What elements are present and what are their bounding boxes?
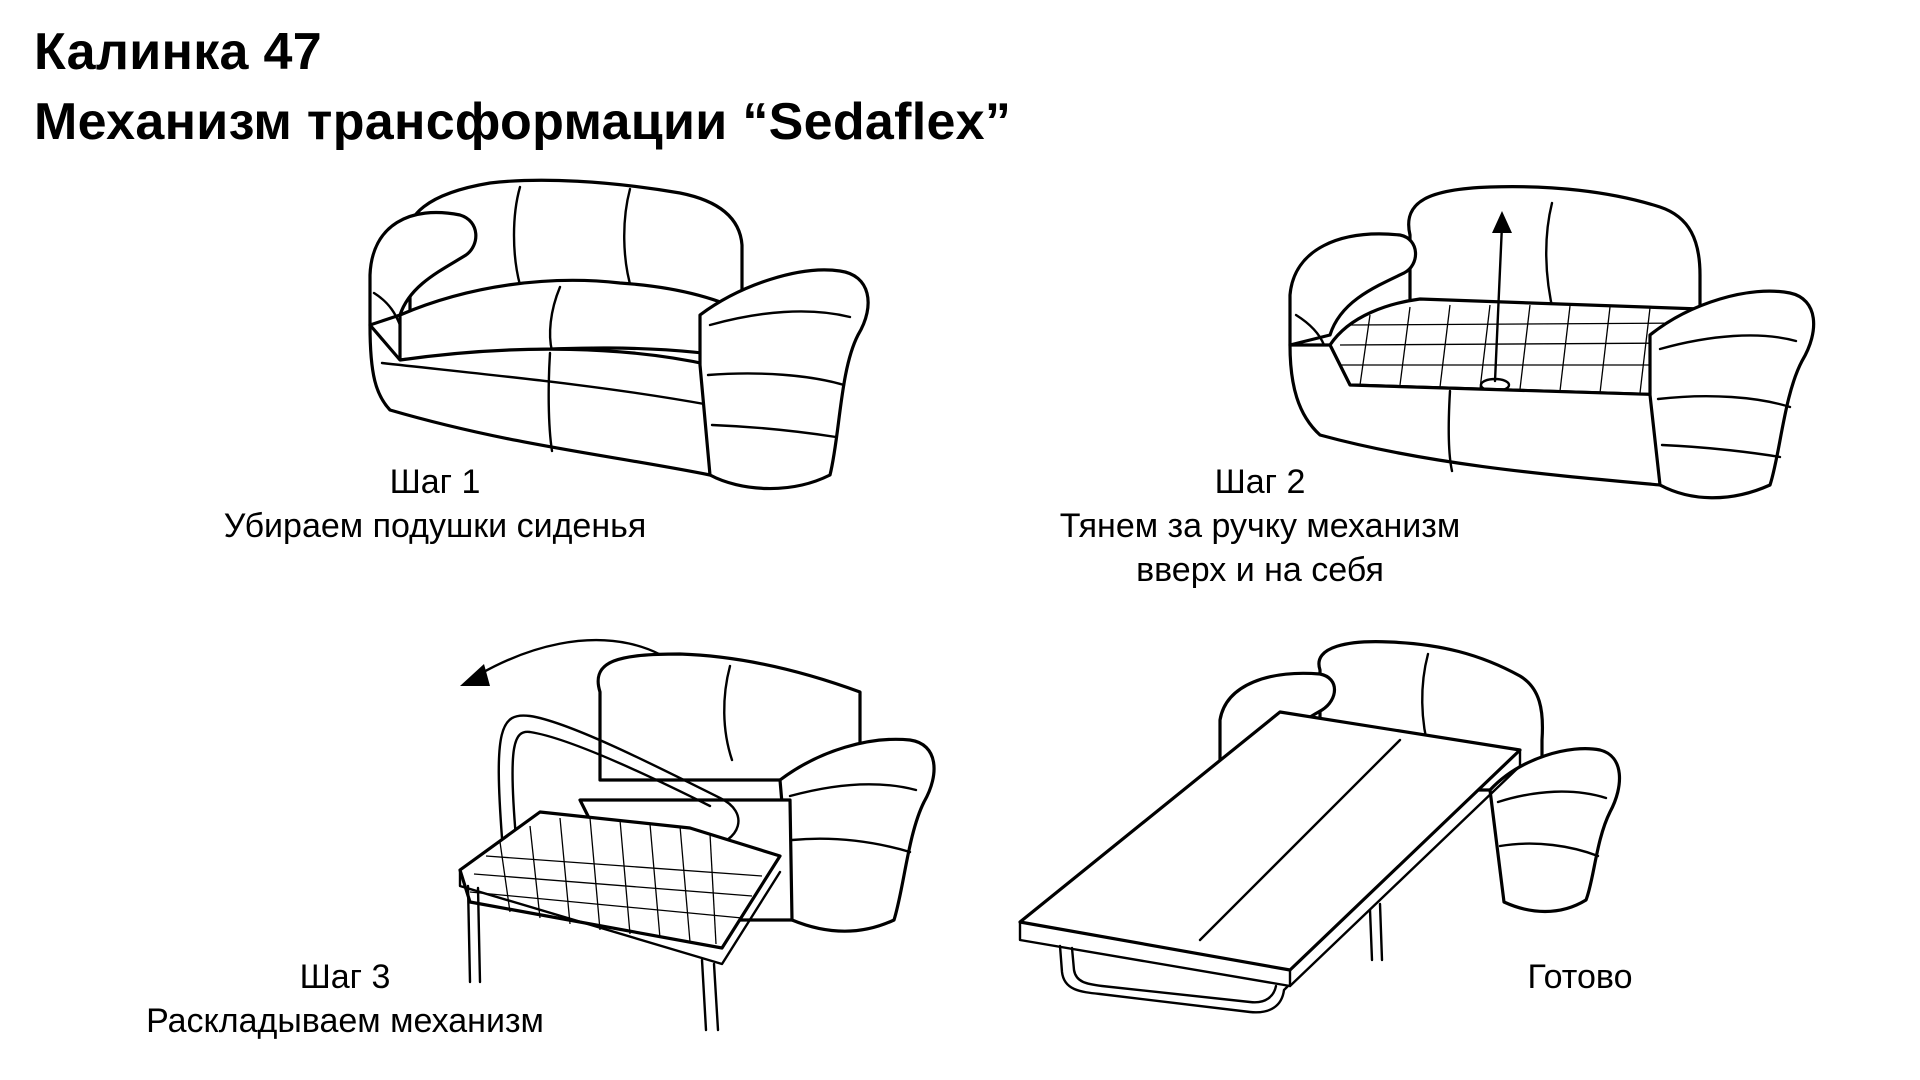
- step2-description-line2: вверх и на себя: [1136, 551, 1384, 589]
- step1-description: Убираем подушки сиденья: [223, 507, 647, 545]
- diagram-subtitle: Механизм трансформации “Sedaflex”: [34, 93, 1012, 151]
- done-caption: Готово: [1480, 955, 1680, 999]
- step2-description-line1: Тянем за ручку механизм: [1059, 507, 1461, 545]
- step1-label: Шаг 1: [389, 463, 481, 501]
- step2-sofa-illustration: [1290, 185, 1810, 515]
- done-label: Готово: [1527, 958, 1633, 996]
- diagram-title: Калинка 47: [34, 23, 322, 81]
- step2-mesh-grid: [1340, 305, 1695, 393]
- step3-description: Раскладываем механизм: [146, 1002, 544, 1040]
- step3-sofa-illustration: [440, 620, 970, 1040]
- step1-sofa-illustration: [370, 175, 890, 505]
- step1-caption: Шаг 1 Убираем подушки сиденья: [175, 460, 695, 548]
- done-bed-illustration: [1020, 640, 1620, 1030]
- step3-caption: Шаг 3 Раскладываем механизм: [90, 955, 600, 1043]
- step3-label: Шаг 3: [299, 958, 391, 996]
- step3-mesh-grid: [470, 818, 762, 944]
- step2-label: Шаг 2: [1214, 463, 1306, 501]
- step2-caption: Шаг 2 Тянем за ручку механизм вверх и на…: [1000, 460, 1520, 592]
